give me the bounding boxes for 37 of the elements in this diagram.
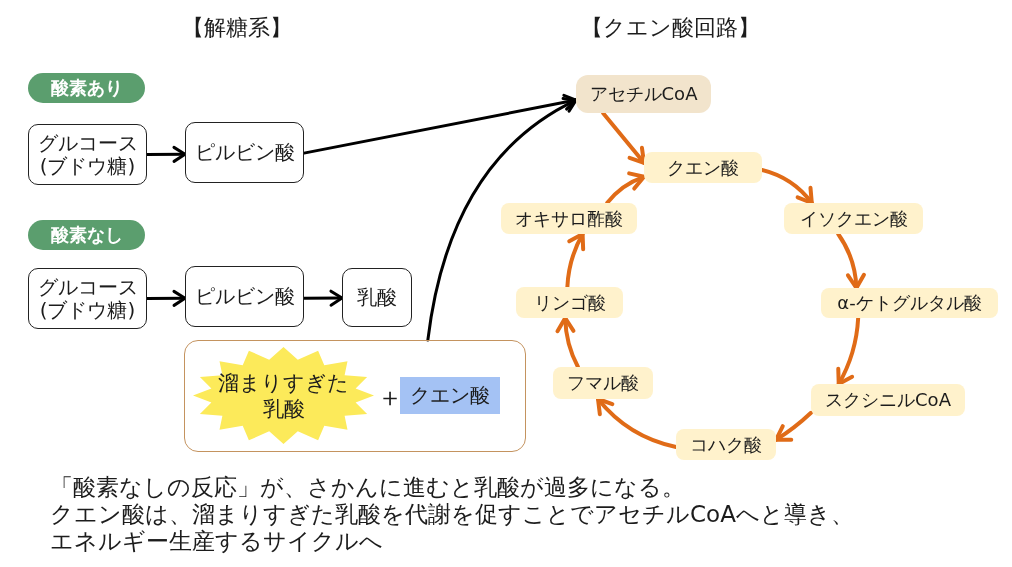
arrow bbox=[836, 316, 861, 386]
rounded-box: アセチルCoA bbox=[576, 75, 711, 113]
arrow bbox=[426, 97, 578, 342]
rounded-box: リンゴ酸 bbox=[516, 287, 623, 318]
rounded-box: オキサロ酢酸 bbox=[501, 203, 637, 234]
rounded-box: クエン酸 bbox=[644, 152, 762, 183]
section-heading: 【解糖系】 bbox=[181, 14, 293, 42]
condition-pill: 酸素あり bbox=[28, 73, 145, 103]
starburst: 溜まりすぎた乳酸 bbox=[193, 347, 374, 444]
arrow bbox=[565, 232, 586, 289]
condition-pill: 酸素なし bbox=[28, 220, 145, 250]
rounded-box: ピルビン酸 bbox=[185, 266, 304, 327]
arrow bbox=[760, 168, 814, 205]
rounded-box: スクシニルCoA bbox=[811, 384, 965, 416]
section-heading: 【クエン酸回路】 bbox=[579, 14, 761, 42]
arrow bbox=[605, 171, 646, 205]
note-text: 「酸素なしの反応」が、さかんに進むと乳酸が過多になる。 bbox=[50, 474, 686, 501]
rounded-panel bbox=[184, 340, 526, 452]
plus-sign: ＋ bbox=[377, 381, 403, 413]
arrow bbox=[596, 397, 678, 449]
arrow bbox=[836, 232, 866, 290]
highlight-box: クエン酸 bbox=[400, 377, 500, 414]
rounded-box: ピルビン酸 bbox=[185, 122, 304, 183]
arrow bbox=[302, 289, 344, 307]
arrow bbox=[601, 111, 646, 165]
arrow bbox=[145, 289, 187, 307]
arrow bbox=[774, 410, 813, 442]
rounded-box: イソクエン酸 bbox=[784, 203, 923, 234]
rounded-box: フマル酸 bbox=[553, 367, 653, 399]
arrow bbox=[145, 145, 187, 163]
rounded-box: 乳酸 bbox=[342, 268, 412, 327]
arrow bbox=[555, 316, 580, 369]
rounded-box: グルコース(ブドウ糖) bbox=[28, 124, 147, 185]
rounded-box: コハク酸 bbox=[676, 429, 776, 460]
rounded-box: α-ケトグルタル酸 bbox=[821, 288, 998, 318]
note-text: クエン酸は、溜まりすぎた乳酸を代謝を促すことでアセチルCoAへと導き、エネルギー生産するサイクルへ bbox=[50, 501, 855, 555]
rounded-box: グルコース(ブドウ糖) bbox=[28, 268, 147, 329]
